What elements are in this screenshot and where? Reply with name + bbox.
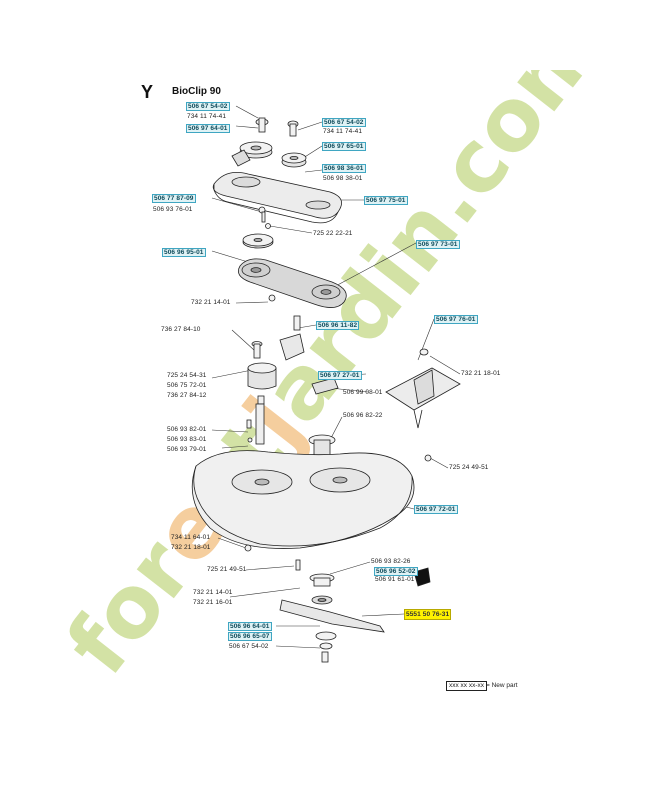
part-label-p26: 506 96 82-22 [343,412,383,419]
part-label-p28: 506 93 79-01 [167,446,207,453]
part-label-p33: 725 21 49-51 [207,566,247,573]
part-label-p11: 506 93 76-01 [153,206,193,213]
part-label-p02: 734 11 74-41 [187,113,227,120]
part-label-p34: 506 93 82-26 [371,558,411,565]
part-label-p13: 506 97 73-01 [416,240,460,249]
legend-box: xxx xx xx-xx [446,681,488,691]
part-label-p38: 732 21 16-01 [193,599,233,606]
part-label-p39: 5551 50 76-31 [404,609,452,620]
part-label-p40: 506 96 64-01 [228,622,272,631]
part-label-p36: 506 91 61-01 [375,576,415,583]
page-title: BioClip 90 [172,86,221,97]
part-label-p08: 506 98 38-01 [323,175,363,182]
part-label-p03: 506 97 64-01 [186,124,230,133]
part-label-p29: 725 24 49-51 [449,464,489,471]
part-label-p04: 506 67 54-02 [322,118,366,127]
part-label-p32: 732 21 18-01 [171,544,211,551]
part-label-p41: 506 96 65-07 [228,632,272,641]
part-label-p19: 725 24 54-31 [167,372,207,379]
part-label-p35: 506 96 52-02 [374,567,418,576]
part-label-p01: 506 67 54-02 [186,102,230,111]
part-label-p25: 506 93 82-01 [167,426,207,433]
part-label-p31: 734 11 64-01 [171,534,211,541]
part-label-p24: 506 99 08-01 [343,389,383,396]
part-label-p07: 506 98 36-01 [322,164,366,173]
part-label-p10: 506 97 75-01 [364,196,408,205]
part-label-p23: 732 21 18-01 [461,370,501,377]
part-label-p17: 506 97 76-01 [434,315,478,324]
part-label-p06: 506 97 65-01 [322,142,366,151]
part-label-p09: 506 77 87-09 [152,194,196,203]
part-label-p22: 506 97 27-01 [318,371,362,380]
legend-text: = New part [486,682,518,689]
part-label-p14: 506 96 95-01 [162,248,206,257]
part-label-p37: 732 21 14-01 [193,589,233,596]
part-label-p16: 506 96 11-82 [316,321,360,330]
part-label-p30: 506 97 72-01 [414,505,458,514]
part-label-p12: 725 22 22-21 [313,230,353,237]
part-label-p42: 506 67 54-02 [229,643,269,650]
section-letter: Y [141,82,154,102]
part-label-p21: 736 27 84-12 [167,392,207,399]
part-label-p05: 734 11 74-41 [323,128,363,135]
part-label-p18: 736 27 84-10 [161,326,201,333]
part-label-p27: 506 93 83-01 [167,436,207,443]
part-label-p15: 732 21 14-01 [191,299,231,306]
part-label-p20: 506 75 72-01 [167,382,207,389]
